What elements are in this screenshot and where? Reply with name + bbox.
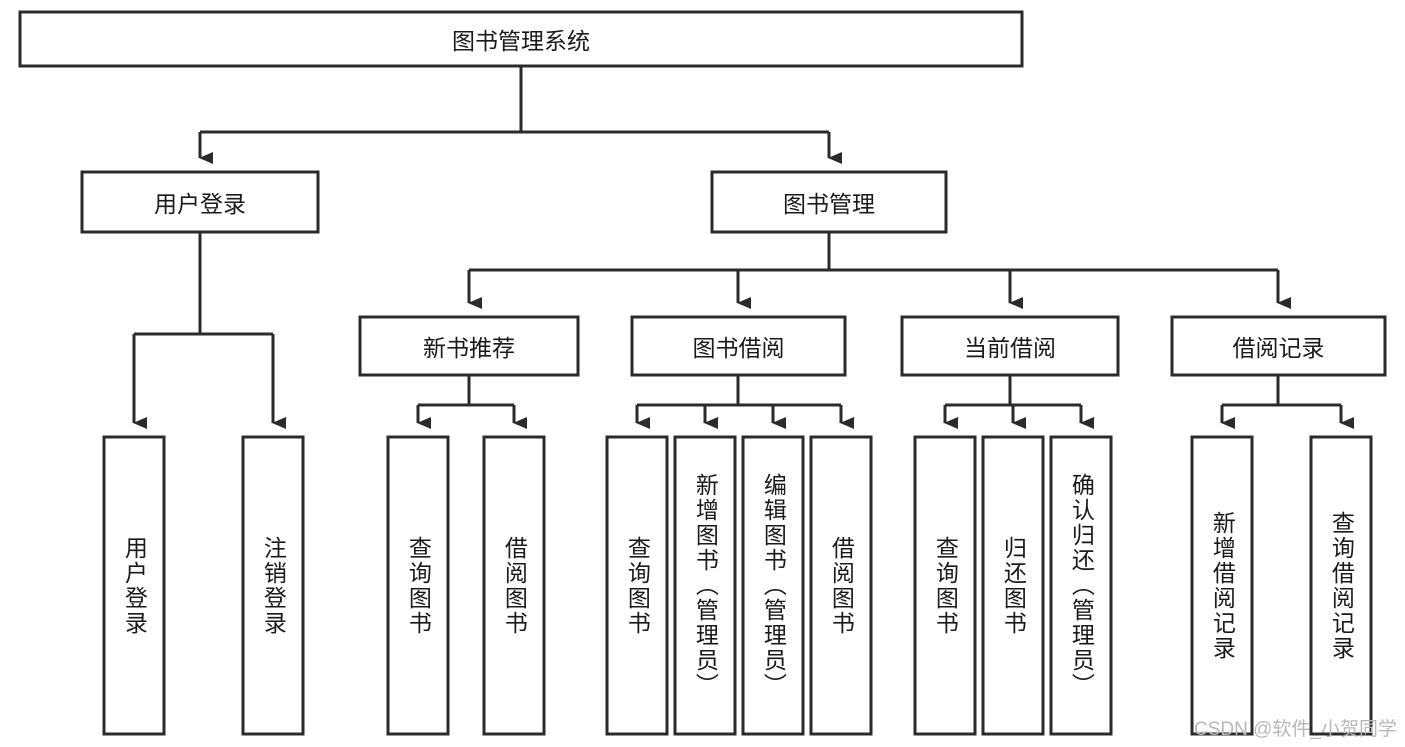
leaf-box-10[interactable] — [1049, 435, 1113, 736]
node-box-user-login[interactable] — [80, 170, 320, 234]
leaf-box-6[interactable] — [741, 435, 805, 736]
leaf-box-3[interactable] — [482, 435, 546, 736]
node-box-current-borrow[interactable] — [900, 315, 1120, 377]
leaf-box-4[interactable] — [605, 435, 669, 736]
leaf-box-1[interactable] — [241, 435, 305, 736]
connector-group-root — [198, 66, 842, 164]
leaf-box-8[interactable] — [913, 435, 977, 736]
node-box-root[interactable] — [18, 10, 1024, 68]
connector-group-records — [1220, 375, 1354, 429]
connector-group-user-login — [132, 232, 286, 429]
leaf-box-2[interactable] — [386, 435, 450, 736]
node-box-book-management[interactable] — [710, 170, 948, 234]
node-box-new-book-recommend[interactable] — [358, 315, 580, 377]
leaf-box-5[interactable] — [673, 435, 737, 736]
connector-group-current — [943, 375, 1094, 429]
leaf-box-7[interactable] — [809, 435, 873, 736]
leaf-box-9[interactable] — [981, 435, 1045, 736]
leaf-box-12[interactable] — [1309, 435, 1373, 736]
connector-group-borrow — [635, 375, 854, 429]
node-box-borrow-records[interactable] — [1170, 315, 1387, 377]
node-box-book-borrow[interactable] — [630, 315, 847, 377]
leaf-box-0[interactable] — [102, 435, 166, 736]
connector-group-book-mgmt — [467, 232, 1291, 309]
connector-group-new-books — [416, 375, 527, 429]
leaf-box-11[interactable] — [1190, 435, 1254, 736]
